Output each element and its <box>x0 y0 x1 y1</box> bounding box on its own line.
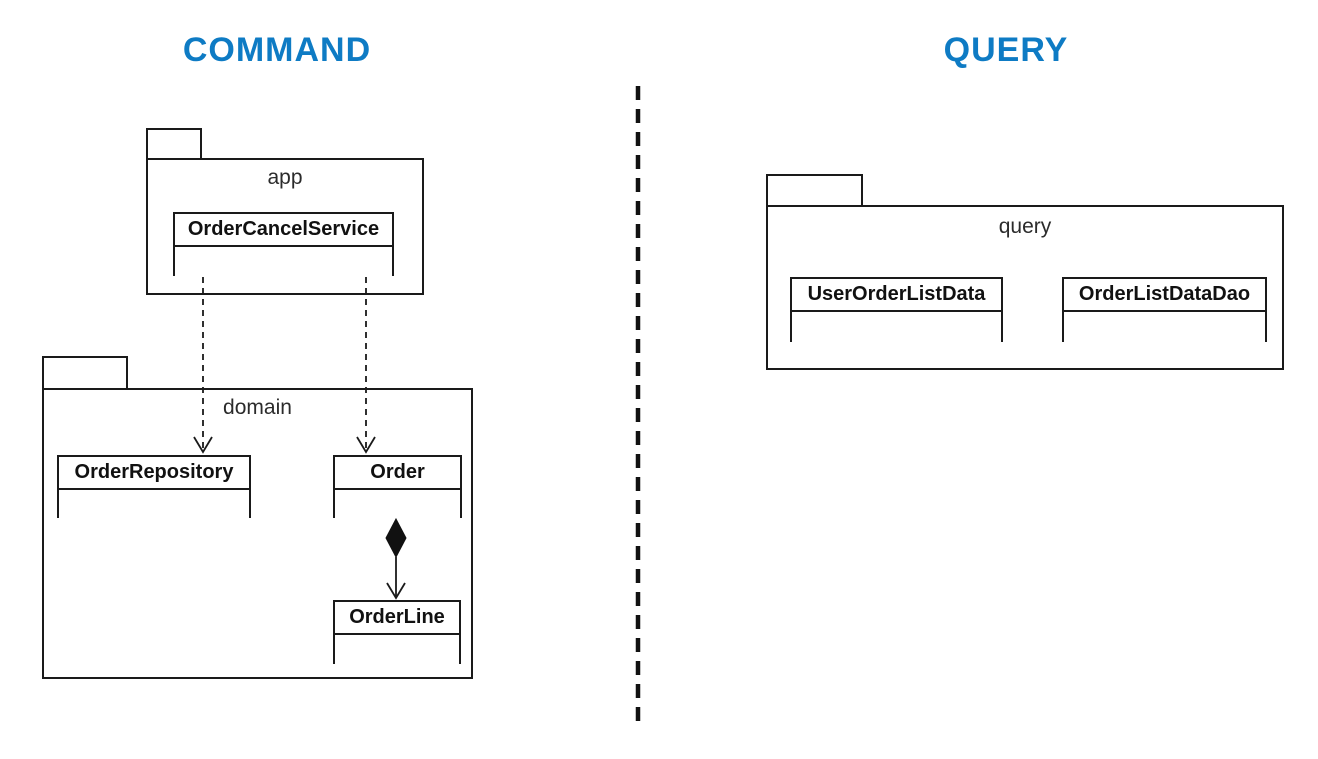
domain-package-tab <box>42 356 128 390</box>
class-order-repository: OrderRepository <box>57 455 251 519</box>
class-attrs-order-line <box>335 635 459 664</box>
class-order-line: OrderLine <box>333 600 461 664</box>
class-name-order-repository: OrderRepository <box>59 457 249 490</box>
query-package-label: query <box>998 215 1052 238</box>
query-package-tab <box>766 174 863 207</box>
class-order: Order <box>333 455 462 519</box>
command-section-title: COMMAND <box>182 31 372 69</box>
class-name-user-order-list-data: UserOrderListData <box>792 279 1001 312</box>
app-package-tab <box>146 128 202 160</box>
class-name-order-line: OrderLine <box>335 602 459 635</box>
app-package-label: app <box>267 166 303 189</box>
class-order-list-data-dao: OrderListDataDao <box>1062 277 1267 342</box>
class-attrs-order-repository <box>59 490 249 519</box>
class-attrs-order <box>335 490 460 519</box>
class-attrs-user-order-list-data <box>792 312 1001 342</box>
class-user-order-list-data: UserOrderListData <box>790 277 1003 342</box>
class-attrs-order-list-data-dao <box>1064 312 1265 342</box>
class-name-order-list-data-dao: OrderListDataDao <box>1064 279 1265 312</box>
class-attrs-order-cancel-service <box>175 247 392 276</box>
class-name-order: Order <box>335 457 460 490</box>
query-section-title: QUERY <box>943 31 1069 69</box>
class-name-order-cancel-service: OrderCancelService <box>175 214 392 247</box>
class-order-cancel-service: OrderCancelService <box>173 212 394 276</box>
domain-package-label: domain <box>223 396 292 419</box>
